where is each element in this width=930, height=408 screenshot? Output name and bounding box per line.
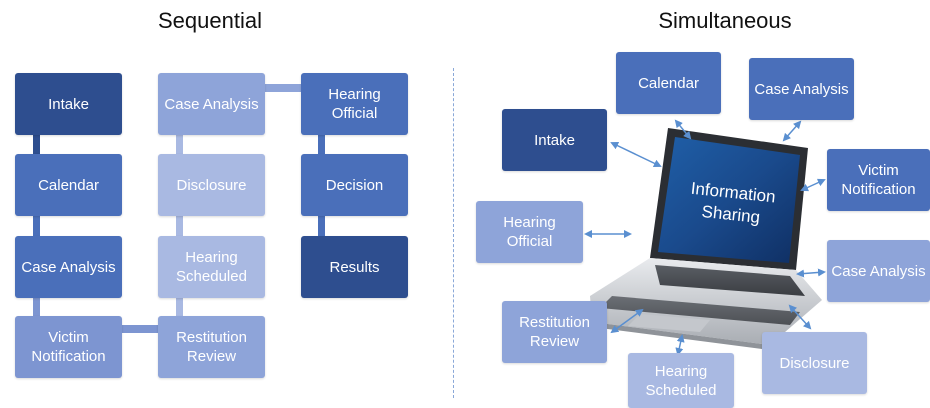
arrow-intake (610, 141, 662, 168)
sim-victim-notification: Victim Notification (827, 149, 930, 211)
connector (33, 297, 40, 317)
simultaneous-title: Simultaneous (658, 8, 792, 33)
arrow-hearing-scheduled (675, 334, 685, 356)
seq-hearing-official: Hearing Official (301, 73, 408, 135)
connector (176, 297, 183, 317)
divider (453, 68, 454, 398)
sim-case-analysis-right: Case Analysis (827, 240, 930, 302)
connector (318, 134, 325, 154)
seq-decision: Decision (301, 154, 408, 216)
sim-disclosure: Disclosure (762, 332, 867, 394)
sim-restitution-review: Restitution Review (502, 301, 607, 363)
arrow-calendar (674, 119, 692, 140)
sequential-title: Sequential (158, 8, 262, 33)
sim-calendar: Calendar (616, 52, 721, 114)
arrow-case-analysis-top (782, 120, 802, 142)
sim-case-analysis-top: Case Analysis (749, 58, 854, 120)
connector (122, 325, 158, 333)
seq-hearing-scheduled: Hearing Scheduled (158, 236, 265, 298)
arrow-disclosure (788, 304, 812, 330)
connector (176, 216, 183, 236)
seq-disclosure: Disclosure (158, 154, 265, 216)
seq-results: Results (301, 236, 408, 298)
connector (33, 216, 40, 236)
connector (318, 216, 325, 236)
seq-victim-notification: Victim Notification (15, 316, 122, 378)
arrow-victim-notification (800, 178, 826, 192)
seq-restitution-review: Restitution Review (158, 316, 265, 378)
arrow-restitution-review (610, 308, 644, 334)
seq-case-analysis: Case Analysis (15, 236, 122, 298)
arrow-case-analysis-right (796, 268, 826, 278)
seq-case-analysis-2: Case Analysis (158, 73, 265, 135)
sim-hearing-official: Hearing Official (476, 201, 583, 263)
sim-hearing-scheduled: Hearing Scheduled (628, 353, 734, 408)
connector (176, 134, 183, 154)
seq-intake: Intake (15, 73, 122, 135)
connector (33, 134, 40, 154)
seq-calendar: Calendar (15, 154, 122, 216)
connector (265, 84, 301, 92)
sim-intake: Intake (502, 109, 607, 171)
